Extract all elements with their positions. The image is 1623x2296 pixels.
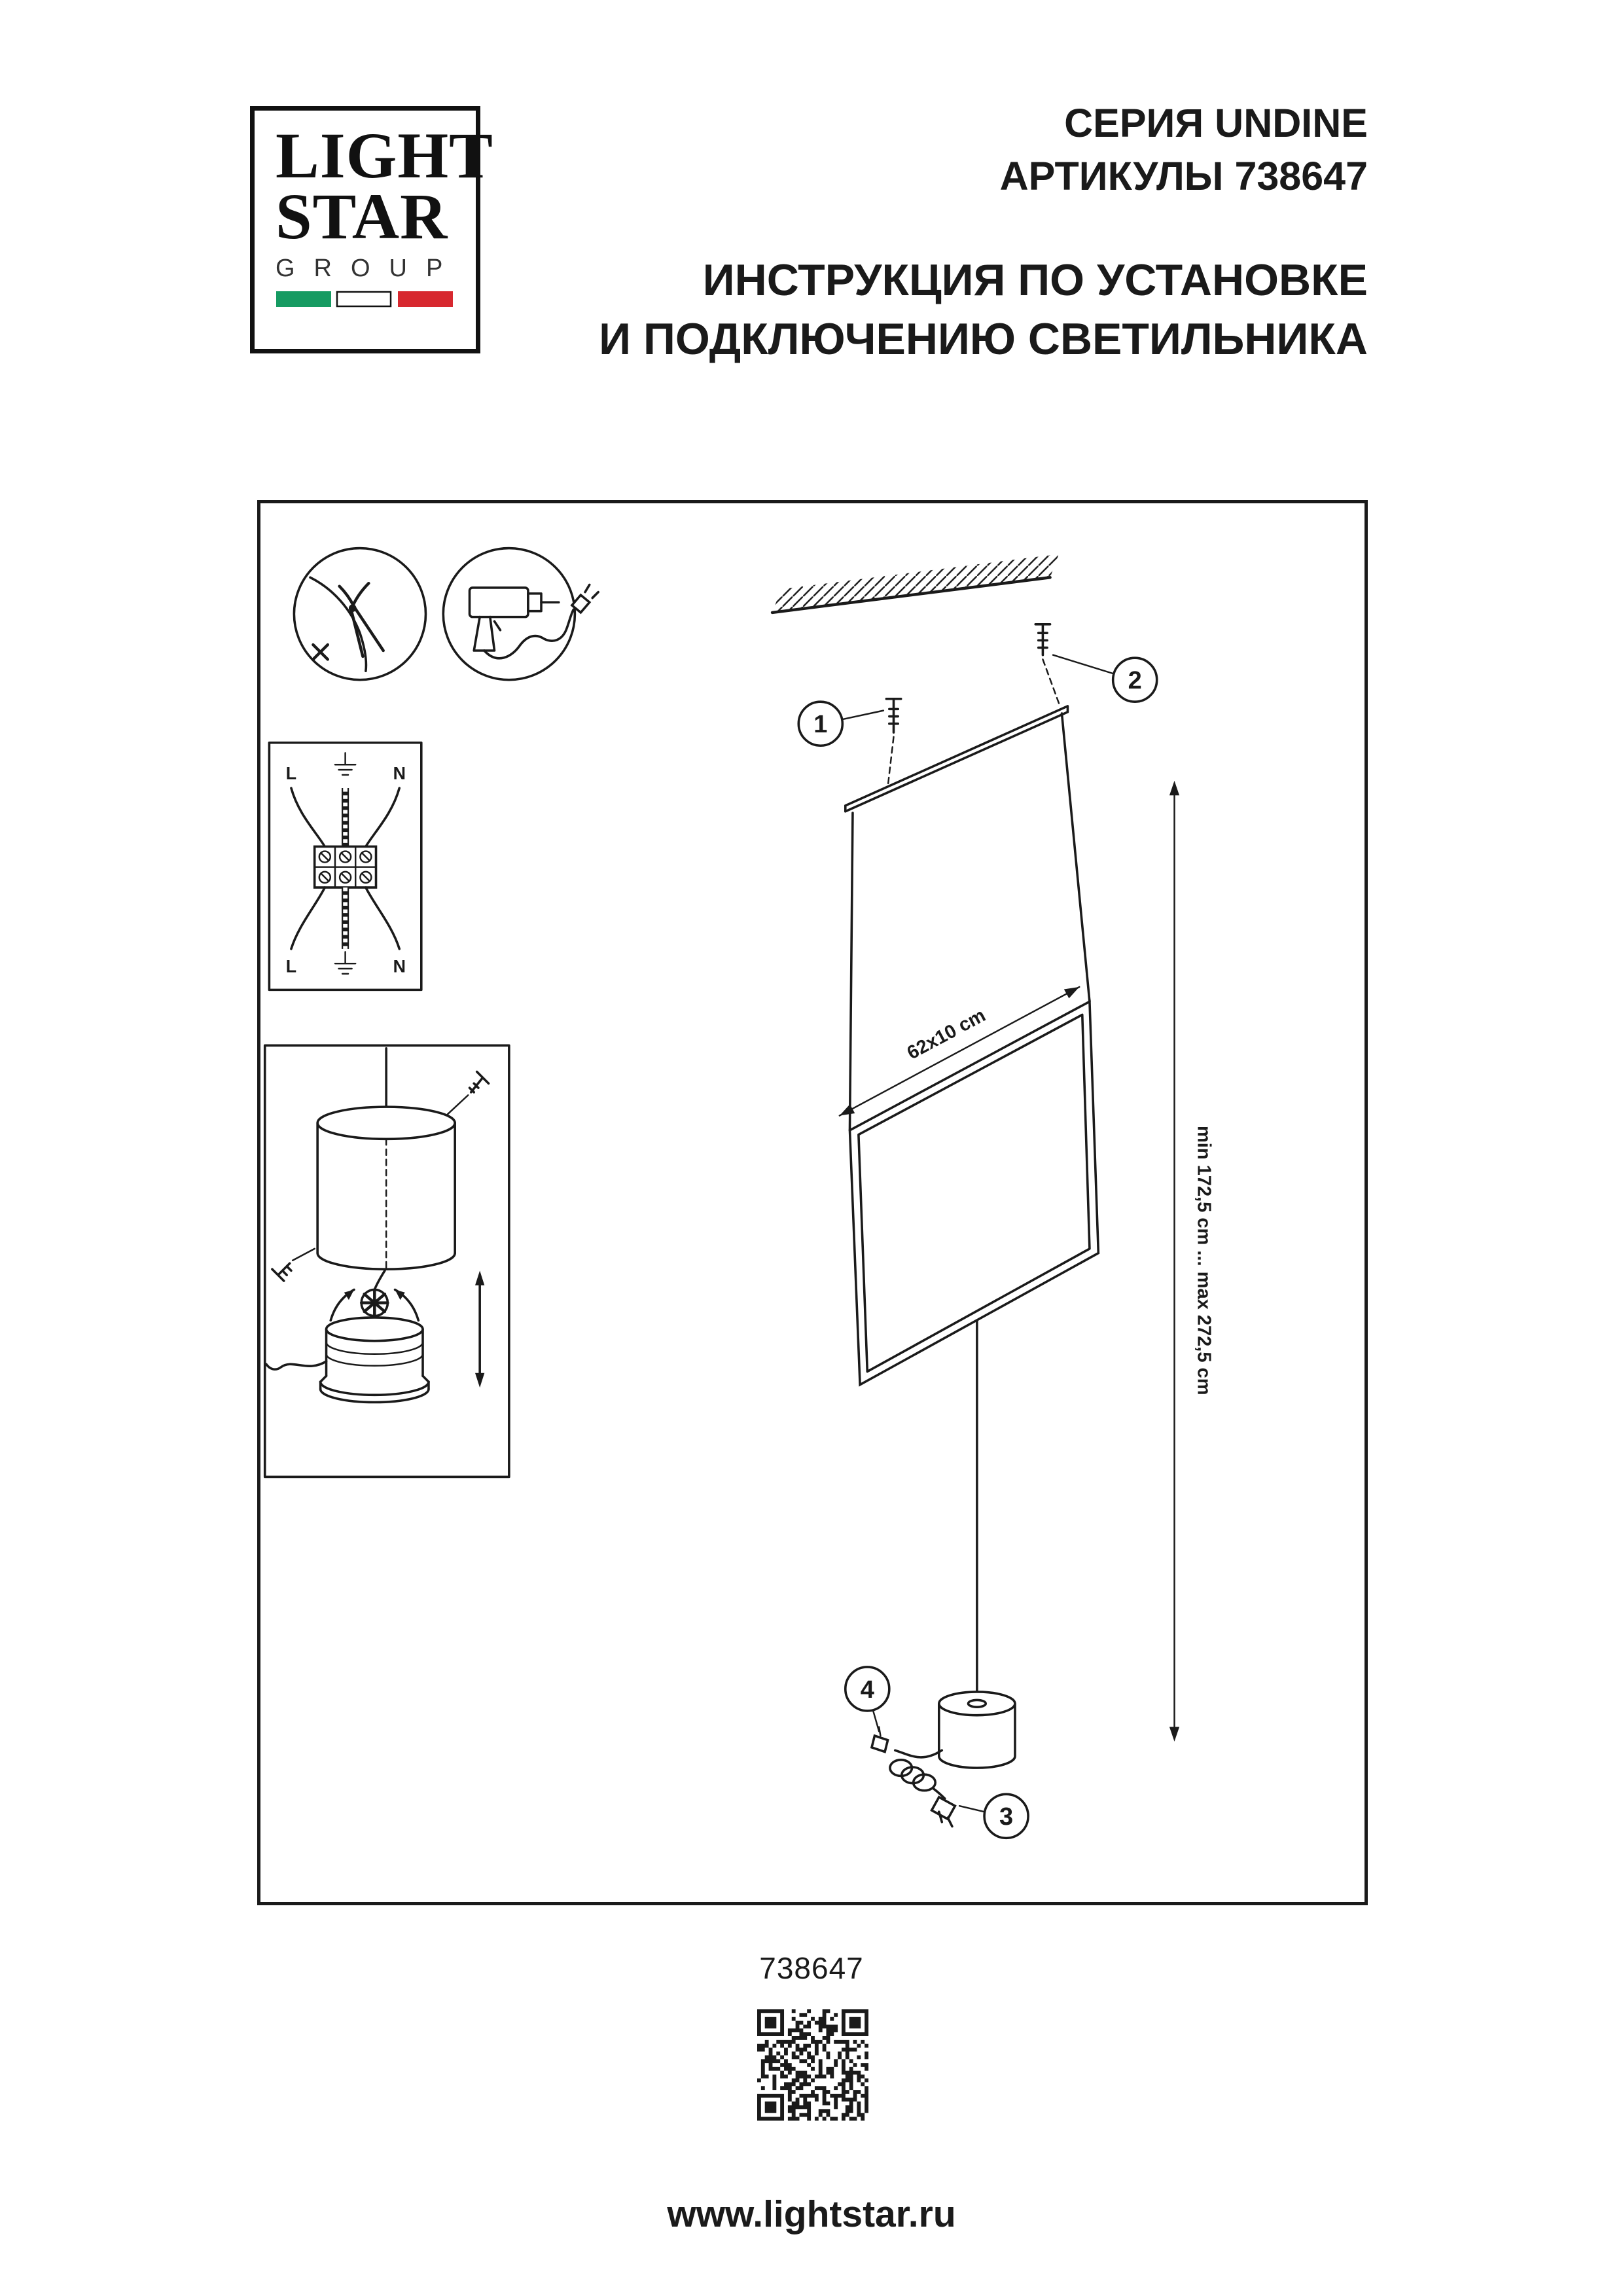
wire-label-L-top: L [286,764,296,783]
earth-symbol-top [334,752,357,776]
light-panel [848,999,1100,1387]
logo-word-star: STAR [276,180,448,253]
rotation-plate [359,1269,389,1318]
title-line-1: ИНСТРУКЦИЯ ПО УСТАНОВКЕ [702,255,1368,306]
svg-text:1: 1 [813,711,827,738]
logo-word-light: LIGHT [276,119,493,192]
anchor-screw-right [1034,622,1060,704]
svg-text:2: 2 [1128,667,1142,694]
page-title: ИНСТРУКЦИЯ ПО УСТАНОВКЕ И ПОДКЛЮЧЕНИЮ СВ… [599,251,1368,369]
title-line-2: И ПОДКЛЮЧЕНИЮ СВЕТИЛЬНИКА [599,314,1368,365]
logo-word-group: GROUP [276,255,462,282]
svg-text:3: 3 [999,1803,1013,1831]
installation-drawing: 62x10 cm min 172,5 cm ... max 272,5 cm [770,554,1214,1840]
height-adjust-arrow [475,1270,485,1388]
floor-canister [937,1691,1016,1769]
drill-icon [442,547,599,681]
screw-icon-bottom [271,1247,315,1282]
panel-dimension-label: 62x10 cm [904,1005,989,1064]
wire-label-L-bottom: L [286,957,296,977]
website-url: www.lightstar.ru [667,2193,956,2235]
flag-white-bar [336,291,392,308]
suspension-cable-right [1060,712,1091,1003]
screw-icon-top [446,1070,490,1115]
articles-label: АРТИКУЛЫ 738647 [999,153,1368,198]
suspension-cable-left [848,812,854,1132]
header: СЕРИЯ UNDINE АРТИКУЛЫ 738647 ИНСТРУКЦИЯ … [599,97,1368,369]
wire-label-N-bottom: N [393,957,406,977]
svg-text:4: 4 [861,1676,874,1704]
callout-3: 3 [958,1793,1029,1840]
plug-and-cord [870,1726,957,1828]
qr-code [757,2009,868,2121]
callout-4: 4 [844,1666,891,1732]
earth-symbol-bottom [334,951,357,975]
callout-1: 1 [797,700,885,747]
installation-diagram-svg: L N [263,547,1214,1840]
wiring-diagram: L N [268,741,423,992]
height-dimension: min 172,5 cm ... max 272,5 cm [1169,780,1214,1742]
flag-green-bar [276,291,331,307]
ceiling-hatch [770,554,1060,615]
height-range-label: min 172,5 cm ... max 272,5 cm [1193,1126,1214,1395]
no-wire-cutters-icon [293,547,427,681]
wire-label-N-top: N [393,764,406,783]
footer-article-number: 738647 [759,1951,864,1985]
series-label: СЕРИЯ UNDINE [1064,101,1368,145]
suspension-rail [844,705,1069,813]
flag-red-bar [398,291,453,307]
qr-code-svg [757,2009,868,2121]
anchor-screw-left [885,697,902,788]
installation-diagram-box: L N [257,500,1368,1905]
shade-assembly-detail [263,1044,510,1479]
terminal-block [313,845,378,889]
callout-2: 2 [1052,654,1158,703]
lightstar-logo: LIGHT STAR GROUP [250,106,493,353]
italian-flag-icon [276,291,476,311]
